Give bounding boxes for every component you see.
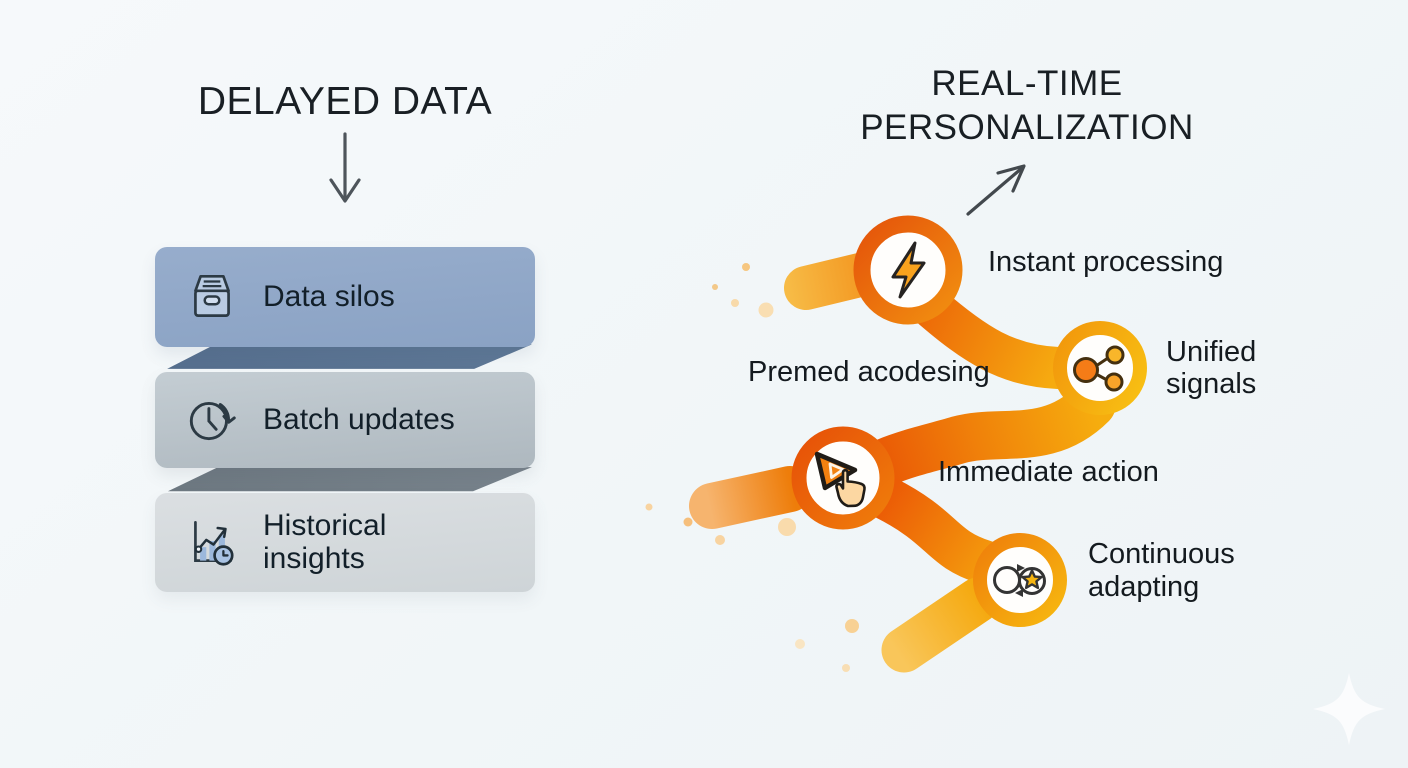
clock-refresh-icon: [189, 401, 236, 441]
flow-label-continuous-adapting: Continuous adapting: [1088, 538, 1235, 603]
flow-label-premed-acodesing: Premed acodesing: [748, 356, 990, 388]
flow-node-instant-processing: [853, 215, 963, 325]
chart-history-icon: [194, 520, 234, 566]
ribbon-item-data-silos: Data silos: [155, 247, 535, 347]
flow-node-continuous-adapting: [973, 533, 1067, 627]
flow-path: [689, 252, 1116, 673]
flow-node-unified-signals: [1053, 321, 1147, 415]
flow-label-immediate-action: Immediate action: [938, 456, 1159, 488]
right-section-title: REAL-TIME PERSONALIZATION: [860, 64, 1194, 147]
ribbon-fold: [167, 344, 532, 369]
sparkle-icon: [1313, 673, 1385, 745]
ribbon-fold: [167, 467, 532, 492]
flow-label-instant-processing: Instant processing: [988, 246, 1224, 278]
flow-label-unified-signals: Unified signals: [1166, 336, 1257, 400]
share-network-icon: [1073, 345, 1125, 392]
decorative-dots: [645, 263, 859, 672]
ribbon-item-label: Data silos: [263, 279, 395, 313]
ribbon-item-batch-updates: Batch updates: [155, 372, 535, 468]
left-section-title: DELAYED DATA: [197, 80, 493, 123]
play-click-icon: [814, 451, 866, 508]
down-arrow-icon: [329, 132, 361, 203]
lightning-bolt-icon: [891, 241, 926, 299]
up-right-arrow-icon: [966, 164, 1026, 216]
ribbon-item-label: Batch updates: [263, 402, 455, 436]
ribbon-item-label: Historical insights: [263, 509, 387, 575]
ribbon-item-historical-insights: Historical insights: [155, 493, 535, 592]
flow-node-immediate-action: [791, 426, 895, 530]
archive-box-icon: [194, 274, 230, 317]
loop-star-icon: [993, 564, 1046, 597]
